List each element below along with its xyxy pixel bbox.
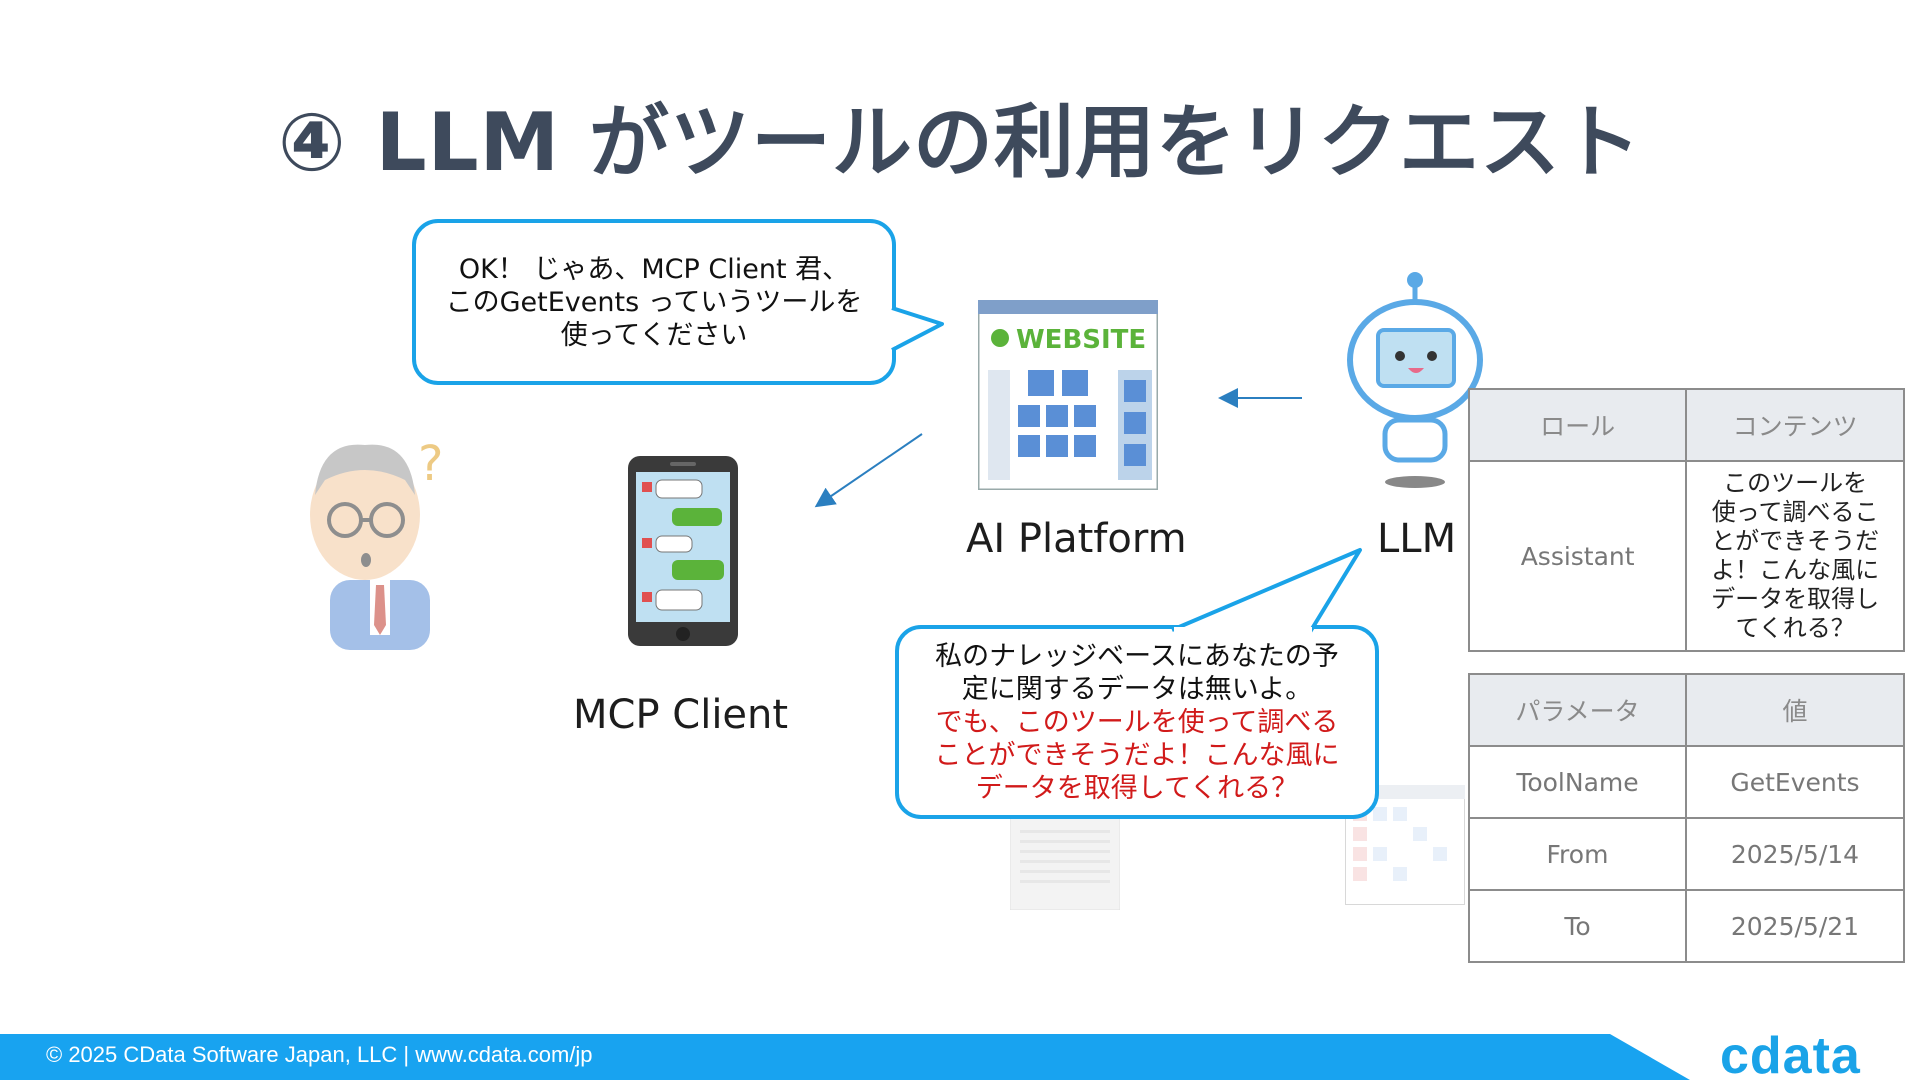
table-header: ロール (1467, 388, 1688, 462)
content-line: よ！こんな風に (1711, 556, 1880, 584)
cdata-logo: cdata (1720, 1027, 1861, 1080)
parameter-table: パラメータ 値 ToolName GetEvents From 2025/5/1… (1468, 673, 1906, 963)
table-row: From 2025/5/14 (1468, 817, 1906, 891)
table-header: パラメータ (1468, 673, 1687, 747)
param-value-cell: GetEvents (1684, 745, 1906, 819)
role-cell: Assistant (1467, 460, 1688, 652)
table-row: To 2025/5/21 (1468, 889, 1906, 963)
smartphone-illustration (628, 456, 738, 646)
label-ai-platform: AI Platform (966, 516, 1187, 562)
bubble-line: 使ってください (560, 319, 748, 351)
robot-llm-illustration (1347, 272, 1483, 488)
bubble-line: このGetEvents っていうツールを (445, 286, 863, 318)
table-header: コンテンツ (1685, 388, 1905, 462)
label-mcp-client: MCP Client (573, 692, 789, 738)
bubble-line: 私のナレッジベースにあなたの予 (935, 640, 1339, 672)
bubble-line: OK！ じゃあ、MCP Client 君、 (458, 253, 850, 285)
speech-bubble-platform: OK！ じゃあ、MCP Client 君、 このGetEvents っていうツー… (412, 219, 896, 385)
bubble-red-line: ことができそうだよ！こんな風に (934, 739, 1340, 771)
speech-bubble-llm: 私のナレッジベースにあなたの予 定に関するデータは無いよ。 でも、このツールを使… (895, 625, 1379, 819)
table-row: ToolName GetEvents (1468, 745, 1906, 819)
param-value-cell: 2025/5/14 (1684, 817, 1906, 891)
content-line: データを取得し (1711, 585, 1880, 613)
content-line: てくれる？ (1735, 614, 1855, 642)
arrow-platform-to-client (814, 433, 923, 508)
content-line: このツールを (1723, 469, 1868, 497)
footer-bar (0, 1034, 1690, 1080)
table-header: 値 (1684, 673, 1906, 747)
speech-bubble-tail (1171, 548, 1362, 640)
param-name-cell: From (1468, 817, 1687, 891)
slide-title: ④ LLM がツールの利用をリクエスト (278, 96, 1642, 189)
content-line: 使って調べるこ (1711, 498, 1879, 526)
label-llm: LLM (1377, 516, 1457, 562)
bubble-red-line: データを取得してくれる？ (975, 772, 1299, 804)
role-content-table: ロール コンテンツ Assistant このツールを 使って調べるこ とができそ… (1467, 388, 1905, 652)
content-cell: このツールを 使って調べるこ とができそうだ よ！こんな風に データを取得し て… (1685, 460, 1905, 652)
confused-man-illustration: ? (310, 436, 443, 650)
website-illustration: WEBSITE (978, 300, 1158, 490)
bubble-line: 定に関するデータは無いよ。 (961, 673, 1313, 705)
bubble-red-line: でも、このツールを使って調べる (935, 706, 1339, 738)
content-line: とができそうだ (1711, 527, 1880, 555)
param-value-cell: 2025/5/21 (1684, 889, 1906, 963)
footer-copyright: © 2025 CData Software Japan, LLC | www.c… (46, 1042, 593, 1067)
website-logo-text: WEBSITE (1016, 325, 1146, 355)
svg-text:?: ? (418, 436, 443, 492)
speech-bubble-tail (880, 306, 944, 352)
param-name-cell: To (1468, 889, 1687, 963)
param-name-cell: ToolName (1468, 745, 1687, 819)
